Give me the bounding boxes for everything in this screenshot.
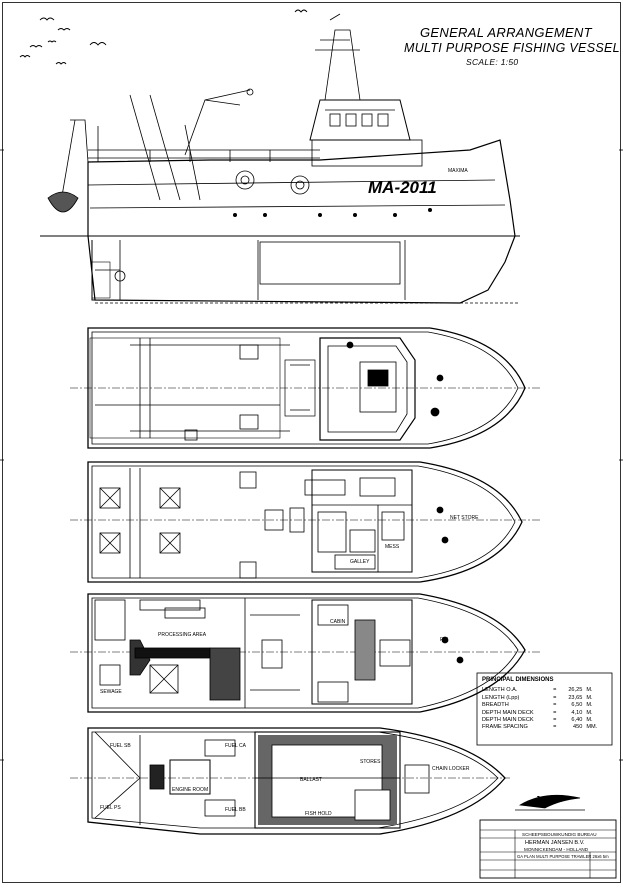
- dimension-unit: M.: [586, 717, 593, 724]
- main-deck-plan: [70, 461, 540, 583]
- dimension-unit: M.: [586, 709, 593, 716]
- dimension-name: DEPTH MAIN DECK: [482, 709, 534, 716]
- dimension-value: 23,65: [568, 694, 583, 701]
- dimension-equals: =: [553, 709, 557, 716]
- label-processing-area: PROCESSING AREA: [158, 632, 207, 638]
- dimension-name: BREADTH: [482, 702, 509, 709]
- dimension-unit: M.: [586, 702, 593, 709]
- dimension-name: DEPTH MAIN DECK: [482, 717, 534, 724]
- title-block-frame: [479, 819, 617, 879]
- label-mess: MESS: [385, 544, 400, 550]
- dimension-equals: =: [553, 694, 557, 701]
- label-stores: STORES: [360, 759, 381, 765]
- drawing-title: GENERAL ARRANGEMENT: [420, 25, 592, 40]
- label-sewage: SEWAGE: [100, 689, 122, 695]
- dimension-equals: =: [553, 717, 557, 724]
- label-fuel-bb: FUEL BB: [225, 807, 246, 813]
- label-fuel-ps: FUEL PS: [100, 805, 121, 811]
- dimension-value: 4,10: [571, 709, 583, 716]
- dimension-value: 6,50: [571, 702, 583, 709]
- dimension-value: 26,25: [568, 687, 583, 694]
- dimension-row: DEPTH MAIN DECK = 4,10 M.: [482, 710, 604, 717]
- drawing-scale: SCALE: 1:50: [466, 57, 519, 67]
- dimension-name: FRAME SPACING: [482, 724, 528, 731]
- dimension-unit: M.: [586, 687, 593, 694]
- title-block-company-2: HERMAN JANSEN B.V.: [525, 840, 585, 846]
- wheelhouse-deck-plan: [70, 327, 540, 449]
- dimension-equals: =: [553, 724, 557, 731]
- label-fuel-sb: FUEL SB: [110, 743, 131, 749]
- title-block-company-3: MONNICKENDAM - HOLLAND: [524, 847, 589, 852]
- dimension-row: BREADTH = 6,50 M.: [482, 702, 604, 709]
- company-logo: [515, 794, 585, 811]
- label-fish-hold: FISH HOLD: [305, 811, 332, 817]
- label-fuel-ca: FUEL CA: [225, 743, 246, 749]
- drawing-subtitle: MULTI PURPOSE FISHING VESSEL: [404, 41, 620, 55]
- label-net-store: NET STORE: [450, 515, 479, 521]
- dimension-name: LENGTH O.A.: [482, 687, 518, 694]
- label-ballast: BALLAST: [300, 777, 322, 783]
- dimension-row: DEPTH MAIN DECK = 6,40 M.: [482, 717, 604, 724]
- side-profile-view: [40, 13, 520, 304]
- label-engine-room: ENGINE ROOM: [172, 787, 209, 793]
- tank-top-plan: [70, 727, 510, 835]
- label-cabin: CABIN: [330, 619, 346, 625]
- dimension-row: FRAME SPACING = 450 MM.: [482, 724, 604, 731]
- seagull-icons: [19, 9, 308, 65]
- dimension-equals: =: [553, 687, 557, 694]
- label-chain-locker: CHAIN LOCKER: [432, 766, 470, 772]
- title-block: SCHEEPSBOUWKUNDIG BUREAU HERMAN JANSEN B…: [480, 820, 616, 878]
- label-galley: GALLEY: [350, 559, 370, 565]
- principal-dimensions-heading: PRINCIPAL DIMENSIONS: [482, 677, 554, 683]
- principal-dimensions-table: PRINCIPAL DIMENSIONS LENGTH O.A. = 26,25…: [482, 677, 604, 741]
- label-fw: FW: [440, 637, 448, 643]
- title-block-drawing-title: GA PLAN MULTI PURPOSE TRAWLER 26x6 5m: [517, 854, 609, 859]
- hull-vessel-name: MAXIMA: [448, 168, 468, 174]
- dimension-row: LENGTH (Lpp) = 23,65 M.: [482, 695, 604, 702]
- dimension-equals: =: [553, 702, 557, 709]
- dimension-row: LENGTH O.A. = 26,25 M.: [482, 687, 604, 694]
- dimension-value: 450: [572, 724, 583, 731]
- lower-deck-plan: [70, 593, 540, 713]
- company-logo-text: Jansen: [535, 795, 563, 804]
- dimension-unit: MM.: [586, 724, 598, 731]
- title-block-company-1: SCHEEPSBOUWKUNDIG BUREAU: [522, 832, 597, 837]
- dimension-name: LENGTH (Lpp): [482, 694, 520, 701]
- hull-registration: MA-2011: [368, 178, 437, 197]
- dimension-value: 6,40: [571, 717, 583, 724]
- dimension-unit: M.: [586, 694, 593, 701]
